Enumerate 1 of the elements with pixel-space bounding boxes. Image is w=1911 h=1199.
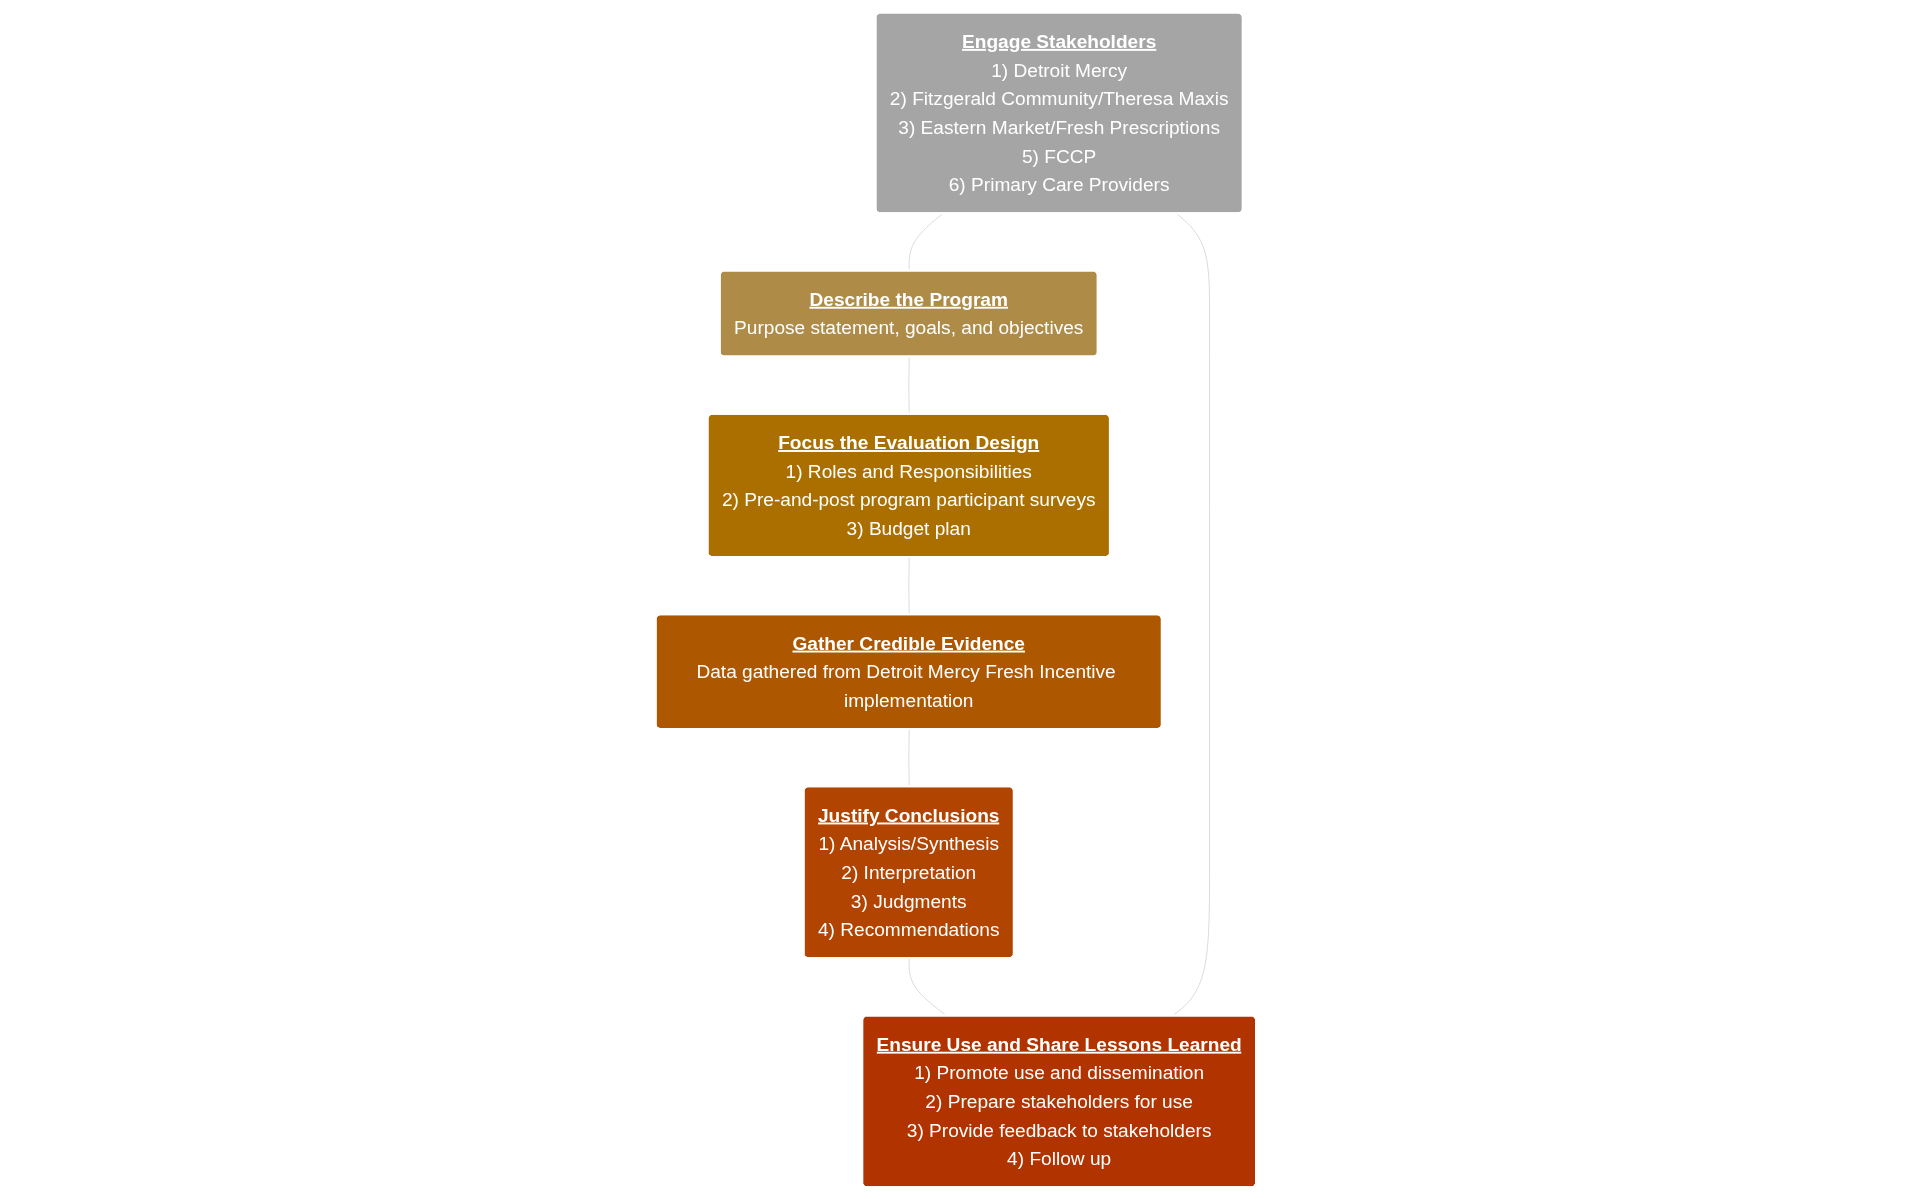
connector	[908, 212, 943, 271]
